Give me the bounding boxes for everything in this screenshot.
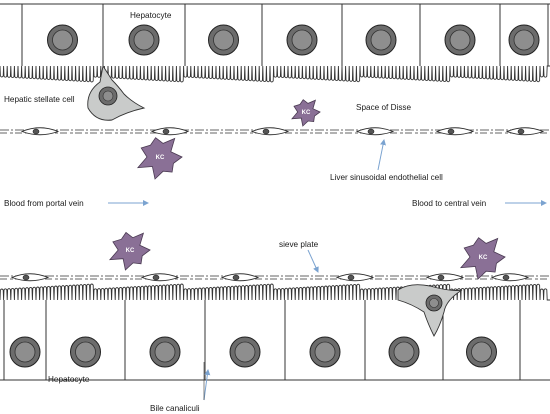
endothelial-nucleus: [502, 274, 510, 281]
bile-canaliculi-pointer-arrow: [203, 369, 211, 401]
blood-from-portal-vein-label: Blood from portal vein: [4, 199, 84, 208]
hepatocyte-nucleolus: [14, 341, 36, 363]
sieve-plate-label: sieve plate: [279, 240, 319, 249]
hepatocyte-label-top: Hepatocyte: [130, 11, 172, 20]
top-row-microvilli: [0, 65, 550, 83]
hepatocyte-nucleolus: [370, 29, 392, 51]
space-of-disse-label: Space of Disse: [356, 103, 412, 112]
hepatocyte-nucleolus: [314, 341, 336, 363]
endothelial-nucleus: [32, 128, 40, 135]
endothelial-pointer-arrow: [377, 139, 386, 171]
kupffer-cell: [459, 237, 506, 280]
kupffer-cell: [136, 137, 183, 180]
endothelial-cell: [20, 127, 60, 136]
endothelial-cell: [355, 127, 395, 136]
bottom-hepatocyte-row: [0, 283, 550, 381]
endothelial-cell: [425, 273, 465, 282]
endothelial-nucleus: [347, 274, 355, 281]
bile-canaliculi-label: Bile canaliculi: [150, 404, 200, 413]
hepatocyte-nucleolus: [393, 341, 415, 363]
kupffer-cell: [291, 99, 321, 127]
hepatocyte-nucleolus: [291, 29, 313, 51]
hepatocyte-nucleolus: [75, 341, 96, 363]
stellate-nucleolus: [102, 90, 114, 102]
kupffer-cell-label: KC: [156, 155, 165, 161]
endothelial-cell: [250, 127, 290, 136]
kupffer-cell: [108, 231, 151, 271]
endothelial-cell: [490, 273, 530, 282]
bottom-row-microvilli: [0, 283, 550, 301]
blood-to-central-vein-label: Blood to central vein: [412, 199, 487, 208]
stellate-nucleolus-bottom: [429, 298, 439, 308]
endothelial-cell: [140, 273, 180, 282]
top-hepatocyte-row: [0, 3, 550, 83]
hepatocyte-label-bottom: Hepatocyte: [48, 375, 90, 384]
endothelial-nucleus: [447, 128, 455, 135]
sieve-plate-pointer-arrow: [307, 249, 319, 273]
endothelial-nucleus: [232, 274, 240, 281]
endothelial-nucleus: [367, 128, 375, 135]
liver-sinusoidal-endothelial-cell-label: Liver sinusoidal endothelial cell: [330, 173, 443, 182]
endothelial-nucleus: [162, 128, 170, 135]
endothelial-nucleus: [22, 274, 30, 281]
top-sinusoidal-endothelium: [0, 127, 550, 136]
endothelial-cell: [335, 273, 375, 282]
cells-and-arrows: KC KC KC KC: [87, 64, 547, 401]
hepatocyte-nucleolus: [471, 341, 492, 363]
kupffer-cell-label: KC: [479, 255, 488, 261]
hepatic-stellate-cell-label: Hepatic stellate cell: [4, 95, 75, 104]
endothelial-nucleus: [437, 274, 445, 281]
hepatocyte-nucleolus: [52, 29, 73, 51]
kupffer-cell-label: KC: [302, 110, 311, 116]
hepatocyte-nucleolus: [449, 29, 471, 51]
endothelial-cell: [220, 273, 260, 282]
hepatocyte-nucleolus: [213, 29, 234, 51]
hepatocyte-nucleolus: [513, 29, 535, 51]
endothelial-cell: [505, 127, 545, 136]
endothelial-cell: [150, 127, 190, 136]
endothelial-nucleus: [517, 128, 525, 135]
endothelial-cell: [435, 127, 475, 136]
endothelial-nucleus: [152, 274, 160, 281]
hepatocyte-nucleolus: [154, 341, 176, 363]
hepatocyte-nucleolus: [133, 29, 155, 51]
hepatocyte-nucleolus: [234, 341, 256, 363]
bottom-sinusoidal-endothelium: [0, 273, 550, 282]
endothelial-nucleus: [262, 128, 270, 135]
kupffer-cell-label: KC: [126, 248, 135, 254]
endothelial-cell: [10, 273, 50, 282]
